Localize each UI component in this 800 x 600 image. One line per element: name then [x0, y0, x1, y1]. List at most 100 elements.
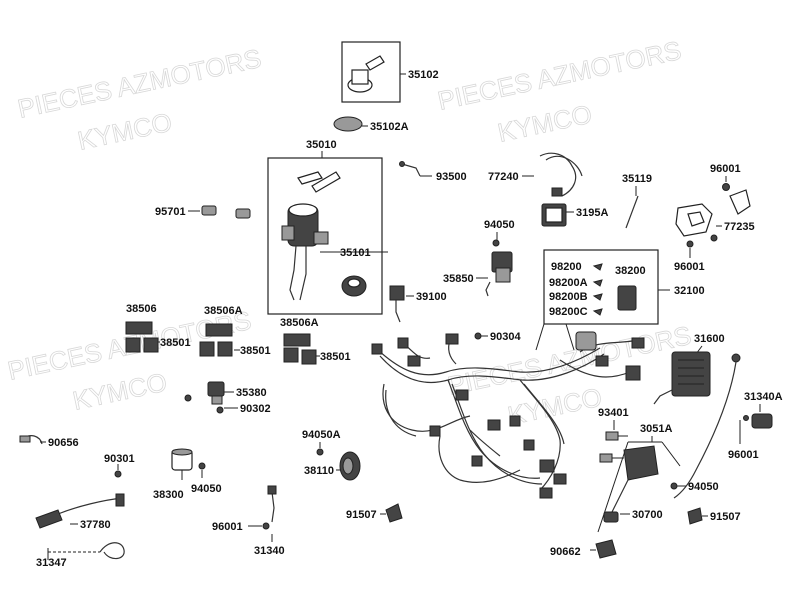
part-label: 38501 [160, 337, 191, 349]
part-35010-ignition-set[interactable]: 35010 35101 [267, 139, 388, 315]
part-96001-top[interactable]: 96001 [710, 163, 741, 191]
part-label: 77235 [724, 221, 755, 233]
part-35102[interactable]: 35102 [341, 41, 439, 103]
part-label: 3195A [576, 207, 608, 219]
part-label: 94050A [302, 429, 341, 441]
main-wiring-harness[interactable] [371, 331, 645, 499]
part-label: 38501 [320, 351, 351, 363]
part-90304[interactable]: 90304 [474, 331, 521, 343]
part-96001-right[interactable]: 96001 [728, 420, 759, 461]
part-label: 96001 [710, 163, 741, 175]
part-label: 95701 [155, 206, 186, 218]
part-91507-center[interactable]: 91507 [346, 503, 403, 523]
part-38300[interactable]: 38300 [153, 448, 193, 501]
part-98200-group[interactable]: 98200 98200A 98200B 98200C 38200 32100 [535, 249, 705, 351]
part-label: 90304 [490, 331, 521, 343]
part-label: 94050 [688, 481, 719, 493]
part-label: 38506A [280, 317, 319, 329]
part-label: 35380 [236, 387, 267, 399]
part-label: 98200 [551, 261, 582, 273]
part-label: 90662 [550, 546, 581, 558]
part-label: 38300 [153, 489, 184, 501]
part-93401[interactable]: 93401 [598, 407, 629, 463]
part-38110-horn[interactable]: 38110 [304, 451, 361, 481]
part-38506A-right[interactable]: 38506A [280, 317, 319, 347]
part-label: 35102 [408, 69, 439, 81]
part-31340A[interactable]: 31340A [673, 353, 783, 499]
part-label: 91507 [710, 511, 741, 523]
part-label: 3051A [640, 423, 672, 435]
watermark-text: PIECES AZMOTORS [15, 43, 264, 124]
part-93500[interactable]: 93500 [399, 161, 467, 184]
part-label: 93500 [436, 171, 467, 183]
part-label: 31340 [254, 545, 285, 557]
part-90662[interactable]: 90662 [550, 539, 617, 559]
part-90301[interactable]: 90301 [104, 453, 135, 478]
part-label: 38506A [204, 305, 243, 317]
part-label: 38501 [240, 345, 271, 357]
part-label: 35850 [443, 273, 474, 285]
part-label: 38110 [304, 465, 334, 477]
part-90302[interactable]: 90302 [216, 403, 271, 415]
part-77235[interactable]: 77235 [675, 189, 755, 248]
watermark-text: KYMCO [70, 367, 169, 416]
part-91507-right[interactable]: 91507 [687, 507, 741, 525]
part-39100[interactable]: 39100 [389, 285, 447, 323]
part-35102A[interactable]: 35102A [333, 116, 409, 133]
part-94050A[interactable]: 94050A [302, 429, 341, 456]
part-31347[interactable]: 31347 [36, 542, 125, 569]
part-38506[interactable]: 38506 [125, 303, 157, 335]
part-label: 93401 [598, 407, 629, 419]
watermark: PIECES AZMOTORS KYMCO PIECES AZMOTORS KY… [5, 35, 695, 432]
part-94050-left[interactable]: 94050 [191, 462, 222, 495]
part-label: 90302 [240, 403, 271, 415]
part-label: 32100 [674, 285, 705, 297]
part-label: 31347 [36, 557, 67, 569]
part-label: 90301 [104, 453, 135, 465]
part-38501-a[interactable]: 38501 [125, 337, 191, 353]
part-31600[interactable]: 31600 [653, 333, 725, 405]
part-label: 35010 [306, 139, 337, 151]
part-label: 77240 [488, 171, 519, 183]
part-94050-right[interactable]: 94050 [670, 481, 719, 493]
part-96001-mid[interactable]: 96001 [674, 248, 705, 273]
part-38501-b[interactable]: 38501 [199, 341, 271, 357]
part-label: 96001 [728, 449, 759, 461]
part-label: 96001 [674, 261, 705, 273]
part-label: 96001 [212, 521, 243, 533]
part-35380[interactable]: 35380 [184, 381, 267, 405]
part-3195A[interactable]: 3195A [541, 203, 608, 227]
part-label: 94050 [191, 483, 222, 495]
part-label: 98200C [549, 306, 588, 318]
part-94050-35850[interactable]: 94050 35850 [443, 219, 515, 297]
watermark-text: KYMCO [75, 107, 174, 156]
part-label: 38200 [615, 265, 646, 277]
part-3051A-30700-ignition-coil[interactable]: 3051A 30700 [597, 423, 681, 533]
part-37780[interactable]: 37780 [35, 493, 125, 531]
part-label: 31340A [744, 391, 783, 403]
part-label: 39100 [416, 291, 447, 303]
part-label: 30700 [632, 509, 663, 521]
watermark-text: PIECES AZMOTORS [435, 35, 684, 116]
part-label: 98200A [549, 277, 588, 289]
part-label: 37780 [80, 519, 111, 531]
part-35119[interactable]: 35119 [622, 173, 652, 229]
part-95701[interactable]: 95701 [155, 205, 251, 219]
part-label: 35102A [370, 121, 409, 133]
part-96001-lower[interactable]: 96001 [212, 521, 270, 533]
part-label: 91507 [346, 509, 377, 521]
part-31340[interactable]: 31340 [254, 485, 285, 557]
part-77240[interactable]: 77240 [488, 152, 583, 197]
watermark-text: KYMCO [495, 99, 594, 148]
part-label: 38506 [126, 303, 157, 315]
part-label: 98200B [549, 291, 588, 303]
part-label: 35119 [622, 173, 652, 185]
part-label: 31600 [694, 333, 725, 345]
part-90656[interactable]: 90656 [19, 435, 79, 449]
part-38501-c[interactable]: 38501 [283, 347, 351, 365]
part-label: 35101 [340, 247, 371, 259]
part-label: 90656 [48, 437, 79, 449]
part-38506A-left[interactable]: 38506A [204, 305, 243, 337]
part-label: 94050 [484, 219, 515, 231]
